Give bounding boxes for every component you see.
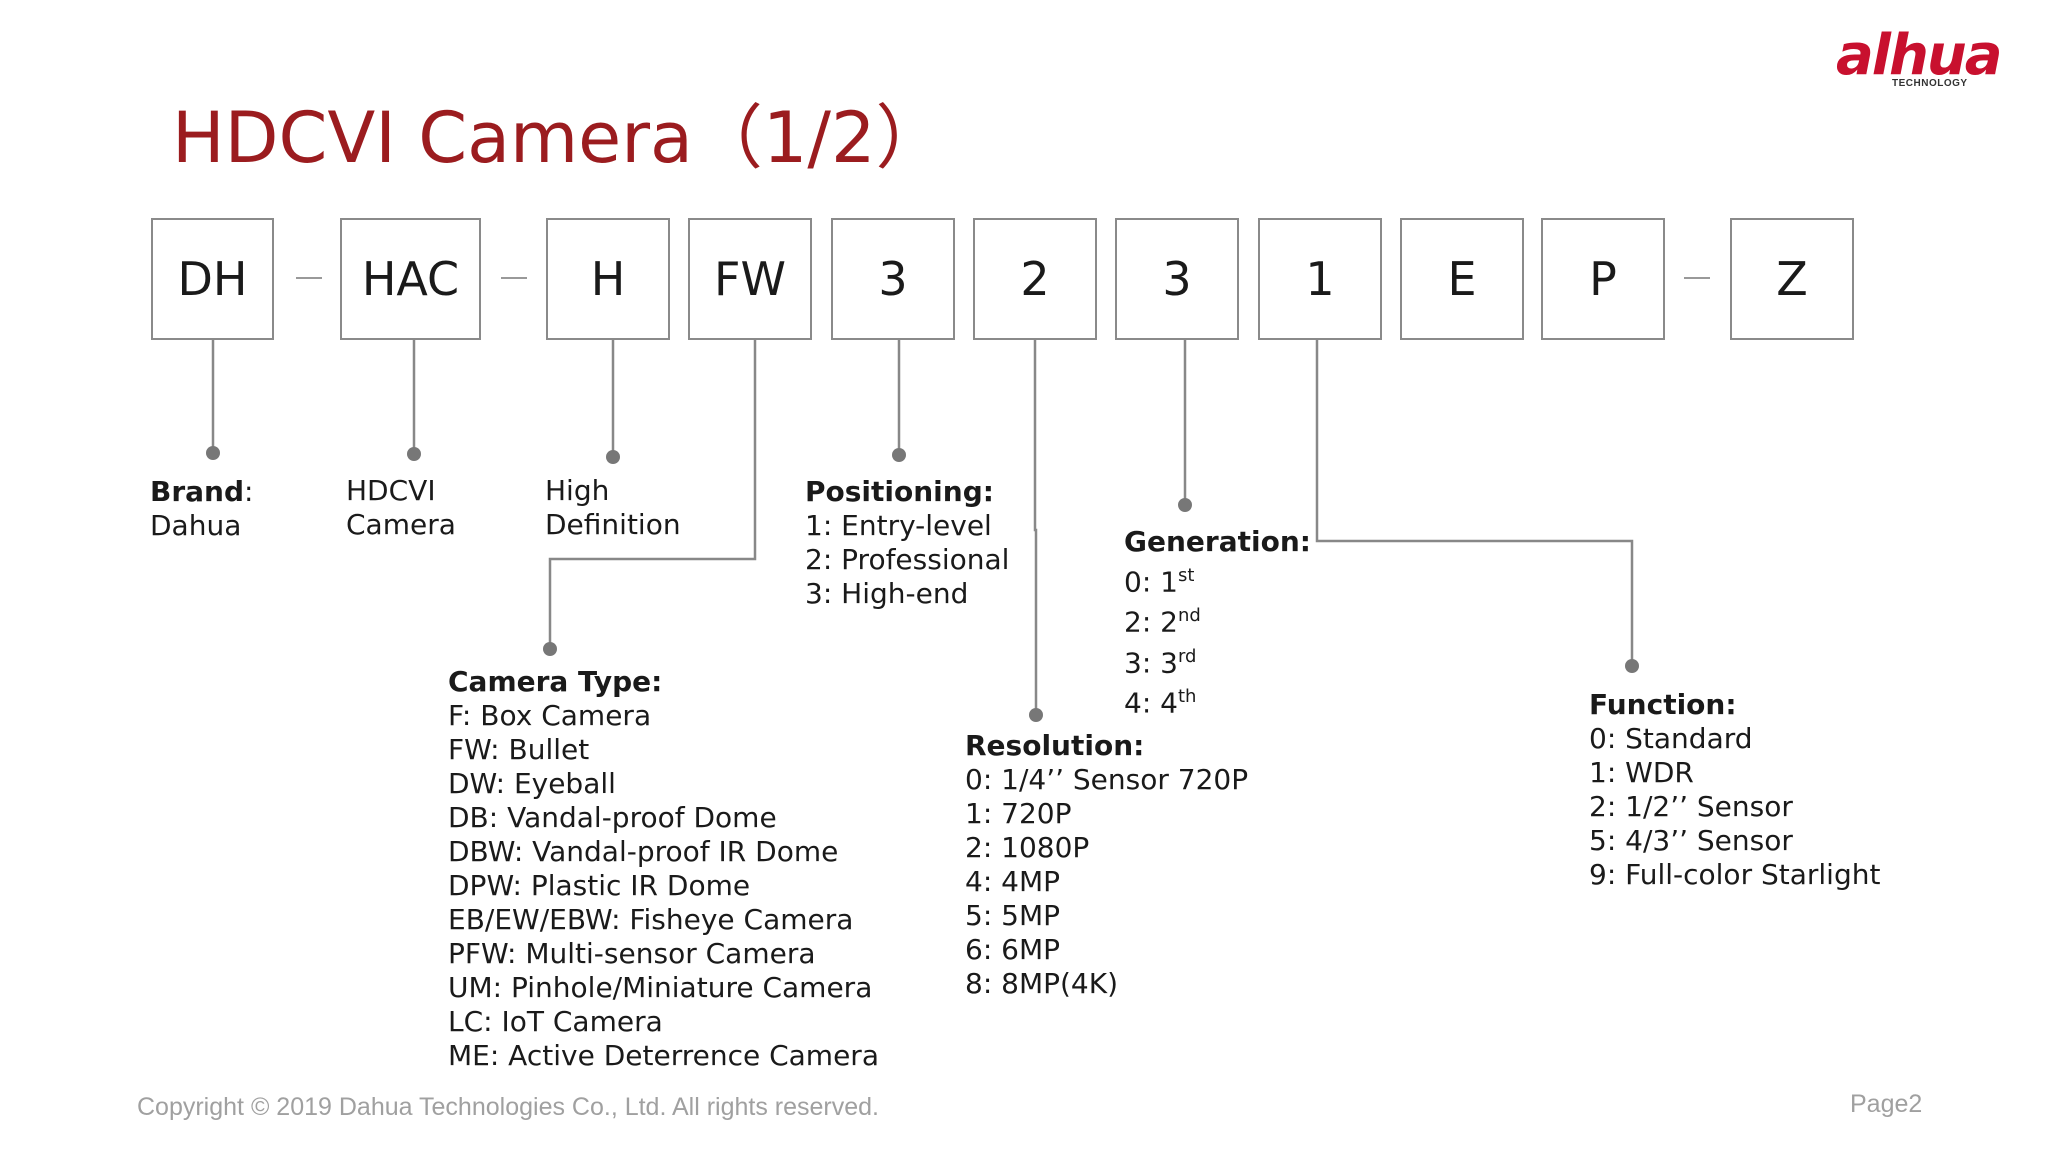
generation-item: 2: 2nd [1124,605,1201,639]
generation-item: 0: 1st [1124,565,1195,599]
code-box-series: HAC [340,218,481,340]
dot-resolution [1029,708,1043,722]
dot-generation [1178,498,1192,512]
definition-label: High Definition [545,474,681,542]
camera-type-item: LC: IoT Camera [448,1005,663,1038]
code-box-e: E [1400,218,1524,340]
resolution-item: 6: 6MP [965,933,1061,966]
hdcvi-line1: HDCVI [346,474,436,507]
dot-camera-type [543,642,557,656]
code-box-brand: DH [151,218,274,340]
resolution-item: 0: 1/4’’ Sensor 720P [965,763,1249,796]
definition-line2: Definition [545,508,681,541]
camera-type-item: UM: Pinhole/Miniature Camera [448,971,873,1004]
resolution-item: 5: 5MP [965,899,1061,932]
camera-type-item: F: Box Camera [448,699,652,732]
function-label: Function: 0: Standard 1: WDR 2: 1/2’’ Se… [1589,688,1880,892]
positioning-item: 1: Entry-level [805,509,992,542]
connector-resolution [1033,340,1038,714]
camera-type-item: DPW: Plastic IR Dome [448,869,751,902]
function-item: 1: WDR [1589,756,1694,789]
page-title: HDCVI Camera（1/2） [172,97,946,179]
generation-item: 4: 4th [1124,685,1197,720]
dot-brand [206,446,220,460]
hdcvi-line2: Camera [346,508,456,541]
resolution-item: 1: 720P [965,797,1072,830]
separator-dash [501,277,527,279]
page-number: Page2 [1850,1090,1923,1118]
code-box-positioning: 3 [831,218,955,340]
camera-type-item: FW: Bullet [448,733,590,766]
separator-dash [296,277,322,279]
copyright-footer: Copyright © 2019 Dahua Technologies Co.,… [137,1093,879,1121]
camera-type-heading: Camera Type: [448,665,663,698]
camera-type-item: PFW: Multi-sensor Camera [448,937,816,970]
positioning-heading: Positioning: [805,475,994,508]
generation-heading: Generation: [1124,525,1311,558]
generation-label: Generation: 0: 1st 2: 2nd 3: 3rd 4: 4th [1124,525,1311,720]
function-item: 5: 4/3’’ Sensor [1589,824,1793,857]
function-heading: Function: [1589,688,1737,721]
camera-type-item: EB/EW/EBW: Fisheye Camera [448,903,854,936]
camera-type-label: Camera Type: F: Box Camera FW: Bullet DW… [448,665,879,1073]
code-box-p: P [1541,218,1665,340]
positioning-item: 3: High-end [805,577,969,610]
brand-label: Brand: Dahua [150,475,253,543]
resolution-item: 2: 1080P [965,831,1090,864]
function-item: 0: Standard [1589,722,1753,755]
resolution-item: 8: 8MP(4K) [965,967,1119,1000]
function-item: 9: Full-color Starlight [1589,858,1881,891]
brand-value: Dahua [150,509,242,542]
code-box-camera-type: FW [688,218,812,340]
resolution-label: Resolution: 0: 1/4’’ Sensor 720P 1: 720P… [965,729,1248,1001]
logo-tagline: TECHNOLOGY [1892,78,1968,89]
camera-type-item: DW: Eyeball [448,767,616,800]
dot-function [1625,659,1639,673]
code-box-definition: H [546,218,670,340]
code-box-resolution: 2 [973,218,1097,340]
connector-camera-type [548,340,757,648]
brand-heading: Brand [150,475,245,508]
code-box-generation: 3 [1115,218,1239,340]
dot-positioning [892,448,906,462]
dahua-logo: alhua TECHNOLOGY [1830,22,2040,102]
function-item: 2: 1/2’’ Sensor [1589,790,1793,823]
resolution-item: 4: 4MP [965,865,1061,898]
positioning-label: Positioning: 1: Entry-level 2: Professio… [805,475,1009,611]
code-box-z: Z [1730,218,1854,340]
positioning-item: 2: Professional [805,543,1010,576]
logo-wordmark: alhua [1836,23,2003,88]
generation-item: 3: 3rd [1124,645,1197,679]
connector-function [1315,340,1634,665]
separator-dash [1684,277,1710,279]
camera-type-item: ME: Active Deterrence Camera [448,1039,879,1072]
resolution-heading: Resolution: [965,729,1145,762]
code-box-function: 1 [1258,218,1382,340]
camera-type-item: DBW: Vandal-proof IR Dome [448,835,839,868]
hdcvi-label: HDCVI Camera [346,474,456,542]
dot-hdcvi [407,447,421,461]
dot-definition [606,450,620,464]
definition-line1: High [545,474,610,507]
brand-colon: : [244,475,254,508]
camera-type-item: DB: Vandal-proof Dome [448,801,777,834]
